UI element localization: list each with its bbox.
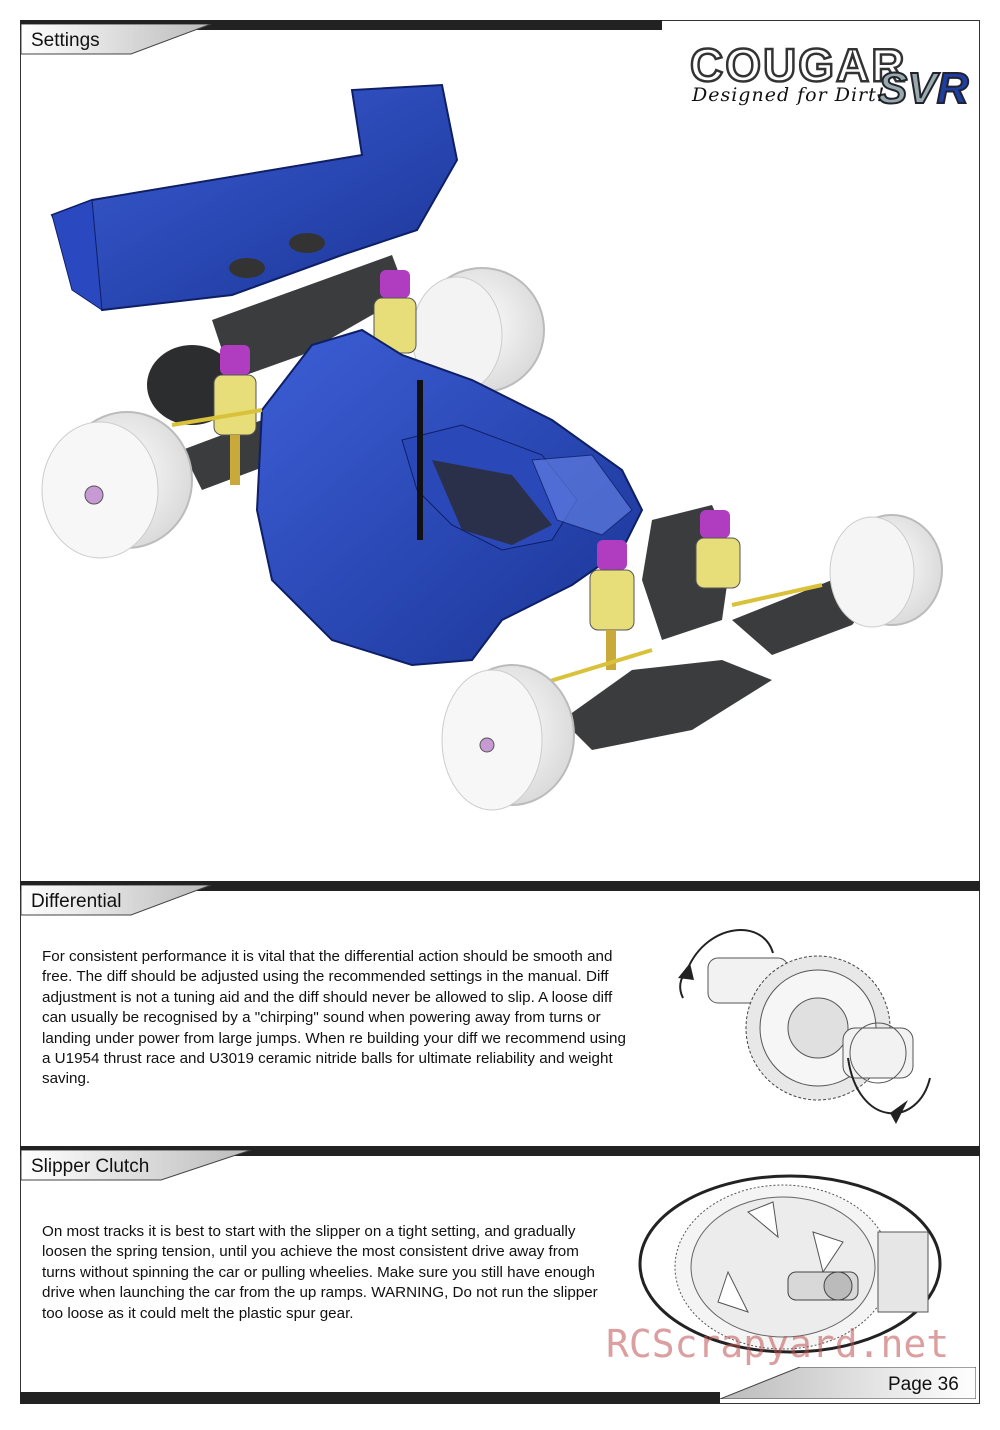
tab-shape [21,1150,252,1181]
differential-diagram [678,929,931,1124]
differential-title: Differential [31,891,122,912]
logo-brand: COUGAR [689,38,907,93]
rear-wing [50,83,459,312]
differential-bar [20,881,980,891]
cougar-svr-logo: COUGAR SVR Designed for Dirt! [682,38,972,116]
differential-text: For consistent performance it is vital t… [42,948,626,1088]
footer-bar [20,1392,720,1404]
rear-shock-right [373,270,417,354]
yellow-links [171,408,823,687]
slipper-tab: Slipper Clutch [21,1150,271,1184]
slipper-title: Slipper Clutch [31,1156,150,1177]
page-title: Settings [31,30,100,51]
antenna [417,380,423,540]
body-shell [255,328,644,667]
slipper-text: On most tracks it is best to start with … [42,1223,598,1322]
front-shock-right [695,510,741,589]
slipper-diagram [638,1174,942,1354]
tab-shape [21,885,212,916]
footer-tab [719,1367,976,1399]
wheel-rear-right [411,267,545,394]
logo-tagline: Designed for Dirt! [692,84,886,106]
header-bar [20,20,662,30]
slipper-bar [20,1146,980,1156]
watermark: RCScrapyard.net [606,1322,950,1366]
front-shock-left [589,540,635,670]
tab-shape [21,24,212,55]
differential-tab: Differential [21,885,231,919]
buggy-illustration [41,83,943,811]
wheel-front-right [829,514,943,628]
settings-tab: Settings [21,24,231,58]
wheel-rear-left [41,411,193,559]
logo-model: SVR [877,63,969,114]
rear-shock-left [213,345,257,485]
wheel-front-left [441,664,575,811]
page-number: Page 36 [888,1374,959,1395]
